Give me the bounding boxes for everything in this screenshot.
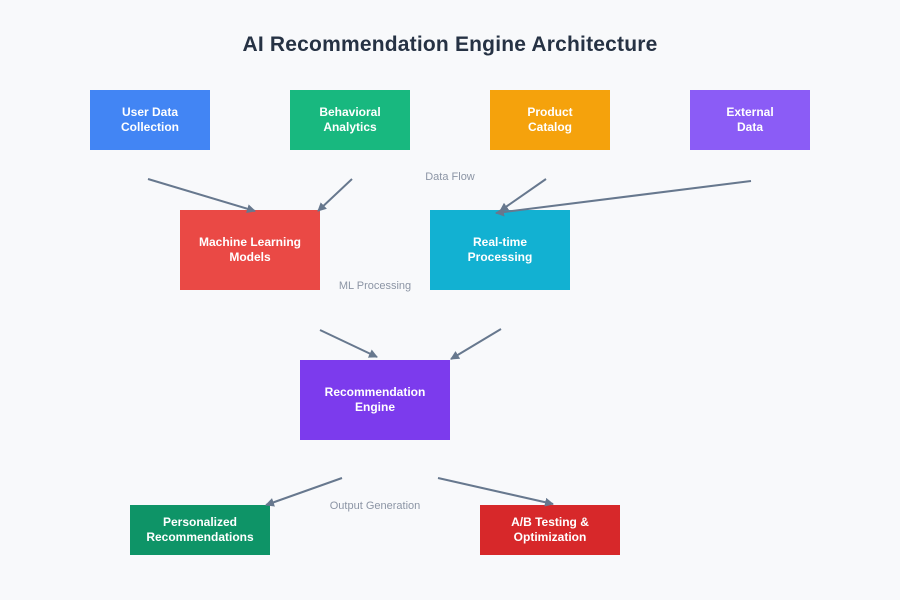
node-label-line: Real-time	[472, 235, 528, 249]
node-label-line: A/B Testing &	[511, 515, 589, 529]
node-label-line: External	[726, 105, 774, 119]
annotation-data-flow: Data Flow	[425, 171, 475, 183]
node-label-line: Catalog	[527, 120, 572, 134]
node-label-line: Personalized	[162, 515, 238, 529]
node-label-line: Recommendations	[146, 530, 254, 544]
node-label-line: Collection	[120, 120, 179, 134]
node-label-line: Product	[527, 105, 573, 119]
annotation-ml-processing: ML Processing	[338, 280, 412, 292]
node-label-line: User Data	[121, 105, 179, 119]
node-label-line: Machine Learning	[198, 235, 302, 249]
node-ab-testing-optimization: A/B Testing &Optimization	[480, 505, 620, 555]
node-label-line: Behavioral	[319, 105, 381, 119]
annotation-output-generation: Output Generation	[329, 500, 421, 512]
node-label-line: Recommendation	[324, 385, 426, 399]
node-label-line: Analytics	[323, 120, 377, 134]
node-label-line: Processing	[467, 250, 533, 264]
node-label-line: Models	[229, 250, 271, 264]
node-label-line: Optimization	[513, 530, 587, 544]
diagram-title: AI Recommendation Engine Architecture	[242, 33, 658, 57]
node-label-line: Data	[736, 120, 763, 134]
node-label-line: Engine	[354, 400, 395, 414]
